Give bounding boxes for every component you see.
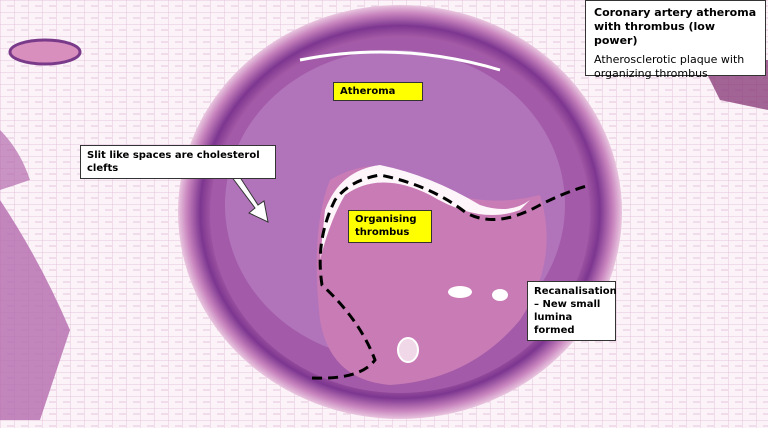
muscle-tissue [0, 200, 70, 420]
label-recanalisation: Recanalisation – New small lumina formed [527, 281, 617, 341]
label-cholesterol-clefts: Slit like spaces are cholesterol clefts [80, 145, 276, 179]
label-atheroma: Atheroma [333, 82, 423, 101]
figure-title: Coronary artery atheroma with thrombus (… [594, 6, 757, 47]
thrombus-boundary-dashed-line [311, 173, 591, 380]
label-organising-thrombus: Organising thrombus [348, 210, 432, 243]
figure-subtitle: Atherosclerotic plaque with organizing t… [594, 53, 745, 80]
title-box: Coronary artery atheroma with thrombus (… [585, 0, 766, 80]
